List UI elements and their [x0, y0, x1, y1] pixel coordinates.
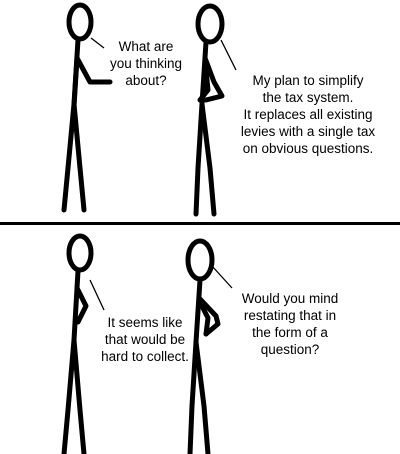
- panel-divider: [0, 222, 400, 225]
- stick-figure-left-top: [61, 2, 113, 213]
- speech-text-restate-as-question: Would you mind restating that in the for…: [241, 291, 339, 357]
- speech-text-tax-plan: My plan to simplify the tax system. It r…: [240, 73, 376, 156]
- stick-figure-right-top: [193, 3, 225, 217]
- stick-figure-left-bottom: [61, 233, 94, 454]
- stick-figure-right-bottom: [185, 238, 221, 454]
- speech-text-hard-to-collect: It seems like that would be hard to coll…: [101, 315, 189, 364]
- speech-text-what-are-you-thinking: What are you thinking about?: [109, 39, 183, 88]
- speech-lines: [89, 37, 237, 311]
